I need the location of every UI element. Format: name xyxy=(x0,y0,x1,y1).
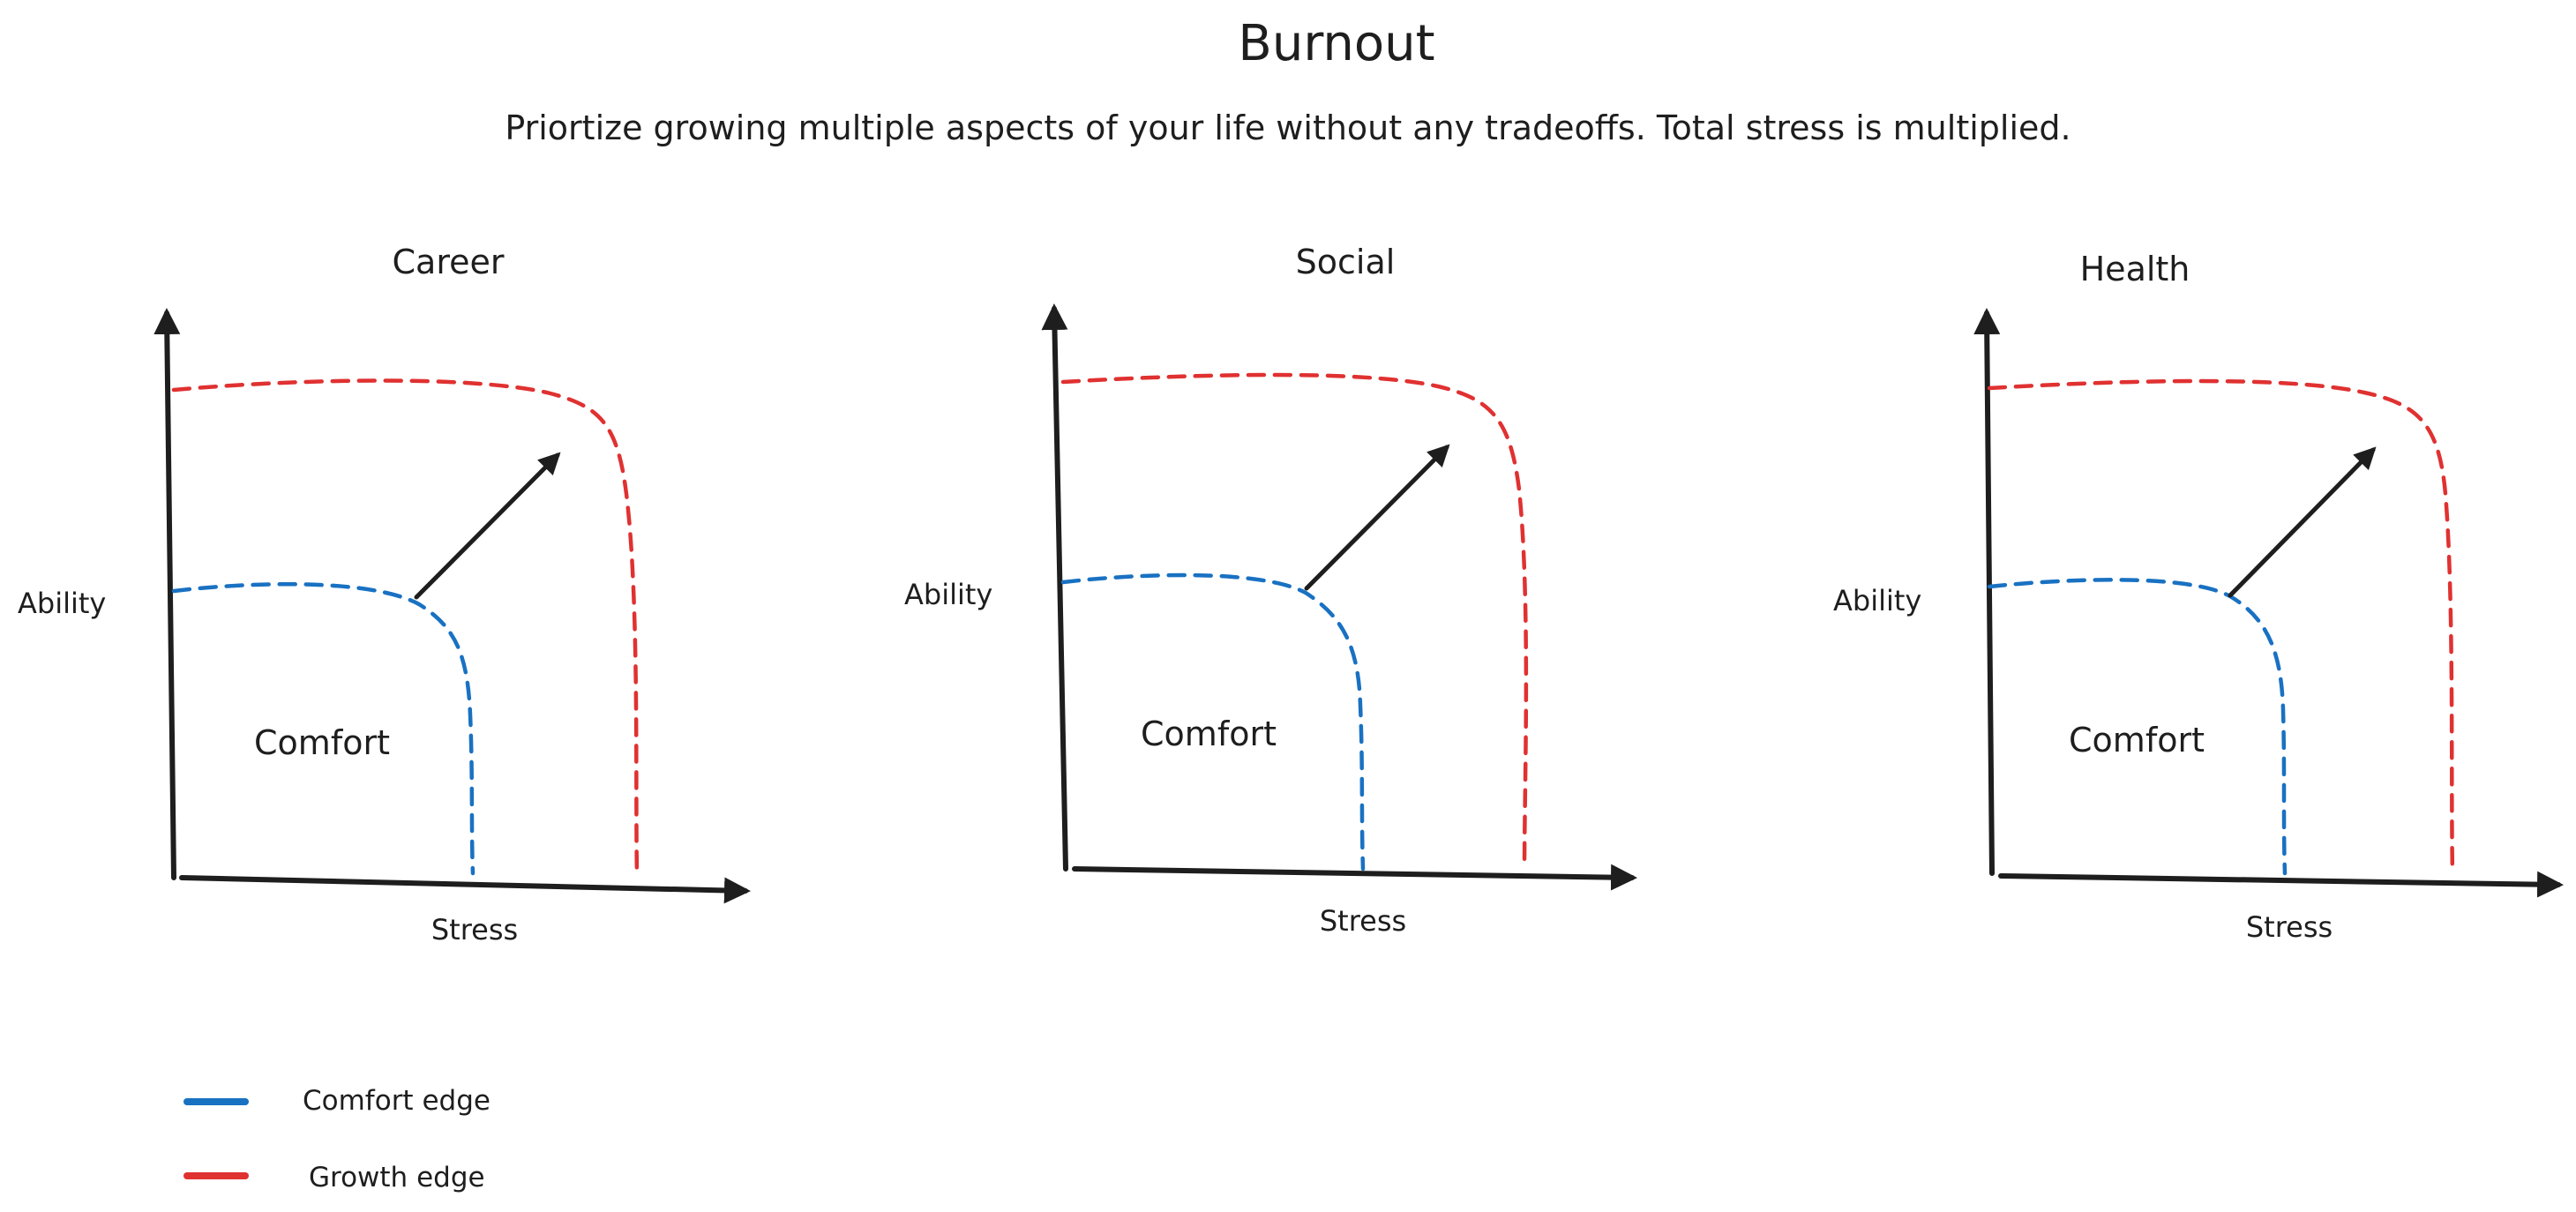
panel-title: Health xyxy=(2080,250,2190,288)
legend-label: Growth edge xyxy=(309,1162,485,1193)
region-label: Comfort xyxy=(254,723,390,762)
growth-arrow xyxy=(2228,446,2377,598)
x-axis xyxy=(1998,871,2564,898)
y-axis-label: Ability xyxy=(18,587,106,620)
panel-title: Social xyxy=(1296,243,1396,281)
y-axis-label: Ability xyxy=(904,578,992,611)
growth-edge-curve xyxy=(1060,372,1529,872)
x-axis xyxy=(179,875,751,904)
region-label: Comfort xyxy=(1141,714,1277,753)
y-axis-label: Ability xyxy=(1833,584,1921,617)
growth-arrow xyxy=(1304,444,1450,591)
panel-social: Social Ability Stress Comfort xyxy=(904,243,1637,938)
diagram-title: Burnout xyxy=(1238,15,1434,72)
legend-label: Comfort edge xyxy=(303,1085,490,1117)
y-axis xyxy=(154,308,181,880)
legend-item-comfort-edge: Comfort edge xyxy=(183,1085,490,1117)
comfort-edge-curve xyxy=(1060,572,1366,872)
comfort-edge-curve xyxy=(1987,578,2288,876)
growth-arrow xyxy=(414,452,561,600)
growth-edge-curve xyxy=(171,378,640,876)
x-axis-label: Stress xyxy=(1320,904,1406,938)
panel-career: Career Ability Stress Comfort xyxy=(18,243,751,946)
panel-title: Career xyxy=(393,243,505,281)
x-axis-label: Stress xyxy=(431,913,518,946)
diagram-subtitle: Priortize growing multiple aspects of yo… xyxy=(505,108,2071,147)
x-axis-label: Stress xyxy=(2246,910,2333,944)
x-axis xyxy=(1072,864,1637,891)
y-axis xyxy=(1973,308,2001,876)
comfort-edge-curve xyxy=(171,582,476,876)
panel-health: Health Ability Stress Comfort xyxy=(1833,250,2564,944)
legend: Comfort edge Growth edge xyxy=(183,1085,490,1193)
region-label: Comfort xyxy=(2069,721,2205,759)
legend-item-growth-edge: Growth edge xyxy=(183,1162,485,1193)
y-axis xyxy=(1041,303,1068,872)
growth-edge-curve xyxy=(1987,378,2455,876)
